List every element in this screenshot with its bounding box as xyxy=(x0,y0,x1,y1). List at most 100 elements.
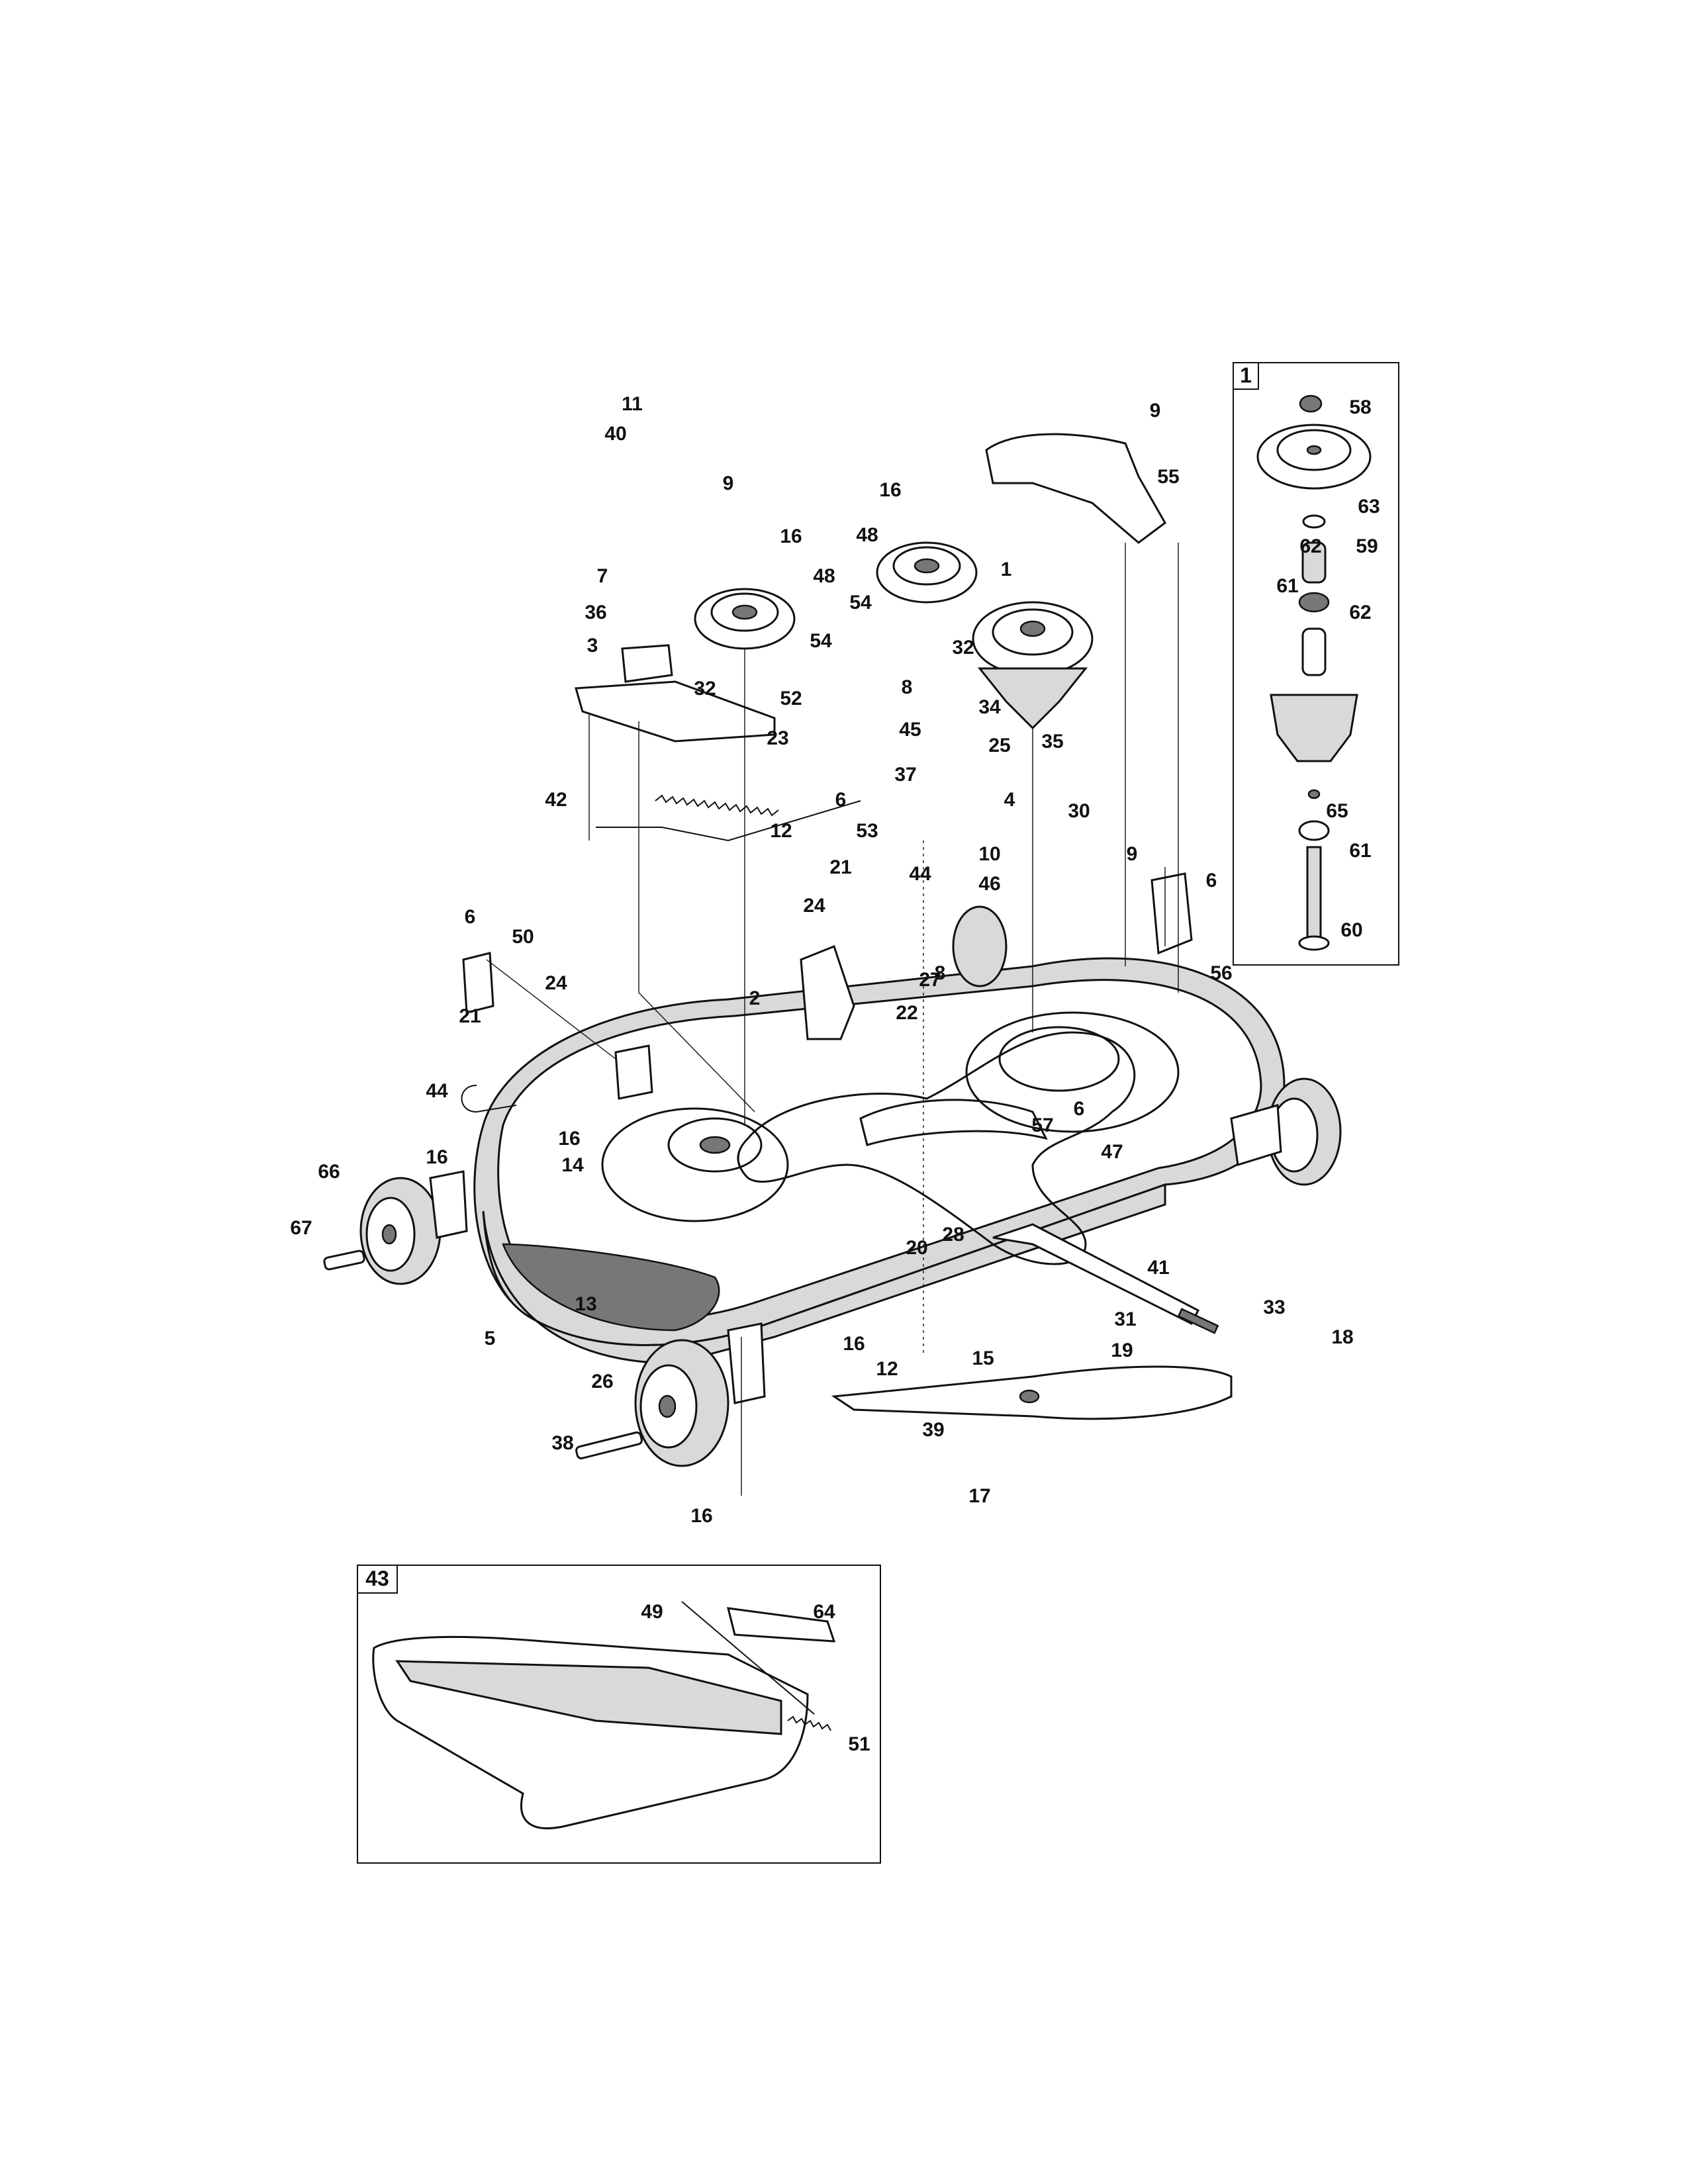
left-spindle-cover xyxy=(601,1107,789,1222)
part-callout-9: 9 xyxy=(1150,400,1161,422)
part-callout-6: 6 xyxy=(835,789,847,811)
part-callout-16: 16 xyxy=(879,479,901,501)
part-callout-55: 55 xyxy=(1157,466,1179,488)
front-left-wheel xyxy=(323,1170,468,1285)
idler-arm-bracket xyxy=(575,644,776,743)
part-callout-19: 19 xyxy=(1111,1340,1133,1361)
inset-43-mulch-kit xyxy=(357,1565,881,1864)
part-callout-16: 16 xyxy=(558,1128,580,1150)
part-callout-44: 44 xyxy=(426,1080,448,1102)
part-callout-31: 31 xyxy=(1114,1308,1136,1330)
idler-bracket xyxy=(800,945,855,1040)
part-callout-32: 32 xyxy=(952,637,974,659)
part-callout-47: 47 xyxy=(1101,1141,1123,1163)
part-callout-39: 39 xyxy=(922,1419,944,1441)
inset-label-43: 43 xyxy=(365,1567,389,1590)
part-callout-18: 18 xyxy=(1331,1326,1353,1348)
part-callout-36: 36 xyxy=(585,602,606,623)
spindle-assembly xyxy=(972,601,1094,730)
part-callout-5: 5 xyxy=(485,1328,496,1349)
part-callout-53: 53 xyxy=(856,820,878,842)
part-callout-62: 62 xyxy=(1349,602,1371,623)
part-callout-6: 6 xyxy=(1074,1098,1085,1120)
part-callout-16: 16 xyxy=(690,1505,712,1527)
part-callout-65: 65 xyxy=(1326,800,1348,822)
part-callout-8: 8 xyxy=(902,676,913,698)
part-callout-52: 52 xyxy=(780,688,802,709)
part-callout-30: 30 xyxy=(1068,800,1090,822)
part-callout-17: 17 xyxy=(968,1485,990,1507)
part-callout-41: 41 xyxy=(1147,1257,1169,1279)
part-callout-12: 12 xyxy=(876,1358,898,1380)
part-callout-6: 6 xyxy=(465,906,476,928)
part-callout-7: 7 xyxy=(597,565,608,587)
part-callout-16: 16 xyxy=(426,1146,447,1168)
part-callout-49: 49 xyxy=(641,1601,663,1623)
front-right-wheel xyxy=(1230,1077,1342,1186)
part-callout-37: 37 xyxy=(894,764,916,786)
part-callout-54: 54 xyxy=(849,592,872,614)
part-callout-27: 27 xyxy=(919,969,941,991)
part-callout-26: 26 xyxy=(591,1371,613,1392)
part-callout-25: 25 xyxy=(988,735,1010,756)
part-callout-48: 48 xyxy=(856,524,878,546)
part-callout-20: 20 xyxy=(906,1237,927,1259)
part-callout-56: 56 xyxy=(1210,962,1232,984)
part-callout-62: 62 xyxy=(1299,535,1321,557)
part-callout-9: 9 xyxy=(1127,843,1138,865)
idler-pulley-left xyxy=(694,588,796,650)
idler-pulley-center xyxy=(876,541,978,604)
belt-guard xyxy=(985,433,1166,544)
part-callout-1: 1 xyxy=(1001,559,1012,580)
part-callout-35: 35 xyxy=(1041,731,1063,752)
part-callout-2: 2 xyxy=(749,987,761,1009)
part-callout-61: 61 xyxy=(1276,575,1298,597)
part-callout-51: 51 xyxy=(848,1733,870,1755)
part-callout-66: 66 xyxy=(318,1161,340,1183)
part-callout-50: 50 xyxy=(512,926,534,948)
part-callout-44: 44 xyxy=(909,863,931,885)
part-callout-61: 61 xyxy=(1349,840,1371,862)
part-callout-9: 9 xyxy=(723,473,734,494)
inset-1-spindle-exploded xyxy=(1233,362,1399,966)
part-callout-16: 16 xyxy=(843,1333,865,1355)
part-callout-16: 16 xyxy=(780,525,802,547)
part-callout-67: 67 xyxy=(290,1217,312,1239)
right-spindle-well xyxy=(965,1011,1180,1133)
part-callout-8: 8 xyxy=(935,962,946,984)
part-callout-34: 34 xyxy=(978,696,1001,718)
part-callout-59: 59 xyxy=(1356,535,1378,557)
part-callout-15: 15 xyxy=(972,1347,994,1369)
part-callout-14: 14 xyxy=(561,1154,584,1176)
part-callout-11: 11 xyxy=(622,393,643,415)
part-callout-38: 38 xyxy=(551,1432,573,1454)
part-callout-46: 46 xyxy=(978,873,1000,895)
drive-belt xyxy=(737,1031,1136,1265)
part-callout-42: 42 xyxy=(545,789,567,811)
part-callout-33: 33 xyxy=(1263,1297,1285,1318)
part-callout-45: 45 xyxy=(899,719,921,741)
part-callout-10: 10 xyxy=(978,843,1000,865)
part-callout-63: 63 xyxy=(1358,496,1380,518)
part-callout-32: 32 xyxy=(694,678,716,700)
part-callout-22: 22 xyxy=(896,1002,917,1024)
rear-right-wheel xyxy=(952,905,1008,987)
part-callout-57: 57 xyxy=(1031,1115,1053,1136)
part-callout-12: 12 xyxy=(770,820,792,842)
part-callout-40: 40 xyxy=(604,423,626,445)
inset-label-1: 1 xyxy=(1240,363,1252,387)
part-callout-21: 21 xyxy=(459,1005,481,1027)
part-callout-3: 3 xyxy=(587,635,598,657)
assembly-leader-lines xyxy=(486,543,1179,1496)
part-callout-28: 28 xyxy=(942,1224,964,1246)
rear-left-wheel xyxy=(575,1322,766,1467)
callout-labels: 1140916487363325452234212164854328344525… xyxy=(290,393,1380,1755)
part-callout-48: 48 xyxy=(813,565,835,587)
part-callout-54: 54 xyxy=(810,630,832,652)
part-callout-58: 58 xyxy=(1349,396,1371,418)
part-callout-6: 6 xyxy=(1206,870,1217,891)
part-callout-13: 13 xyxy=(575,1293,596,1315)
part-callout-4: 4 xyxy=(1004,789,1015,811)
part-callout-24: 24 xyxy=(803,895,825,917)
